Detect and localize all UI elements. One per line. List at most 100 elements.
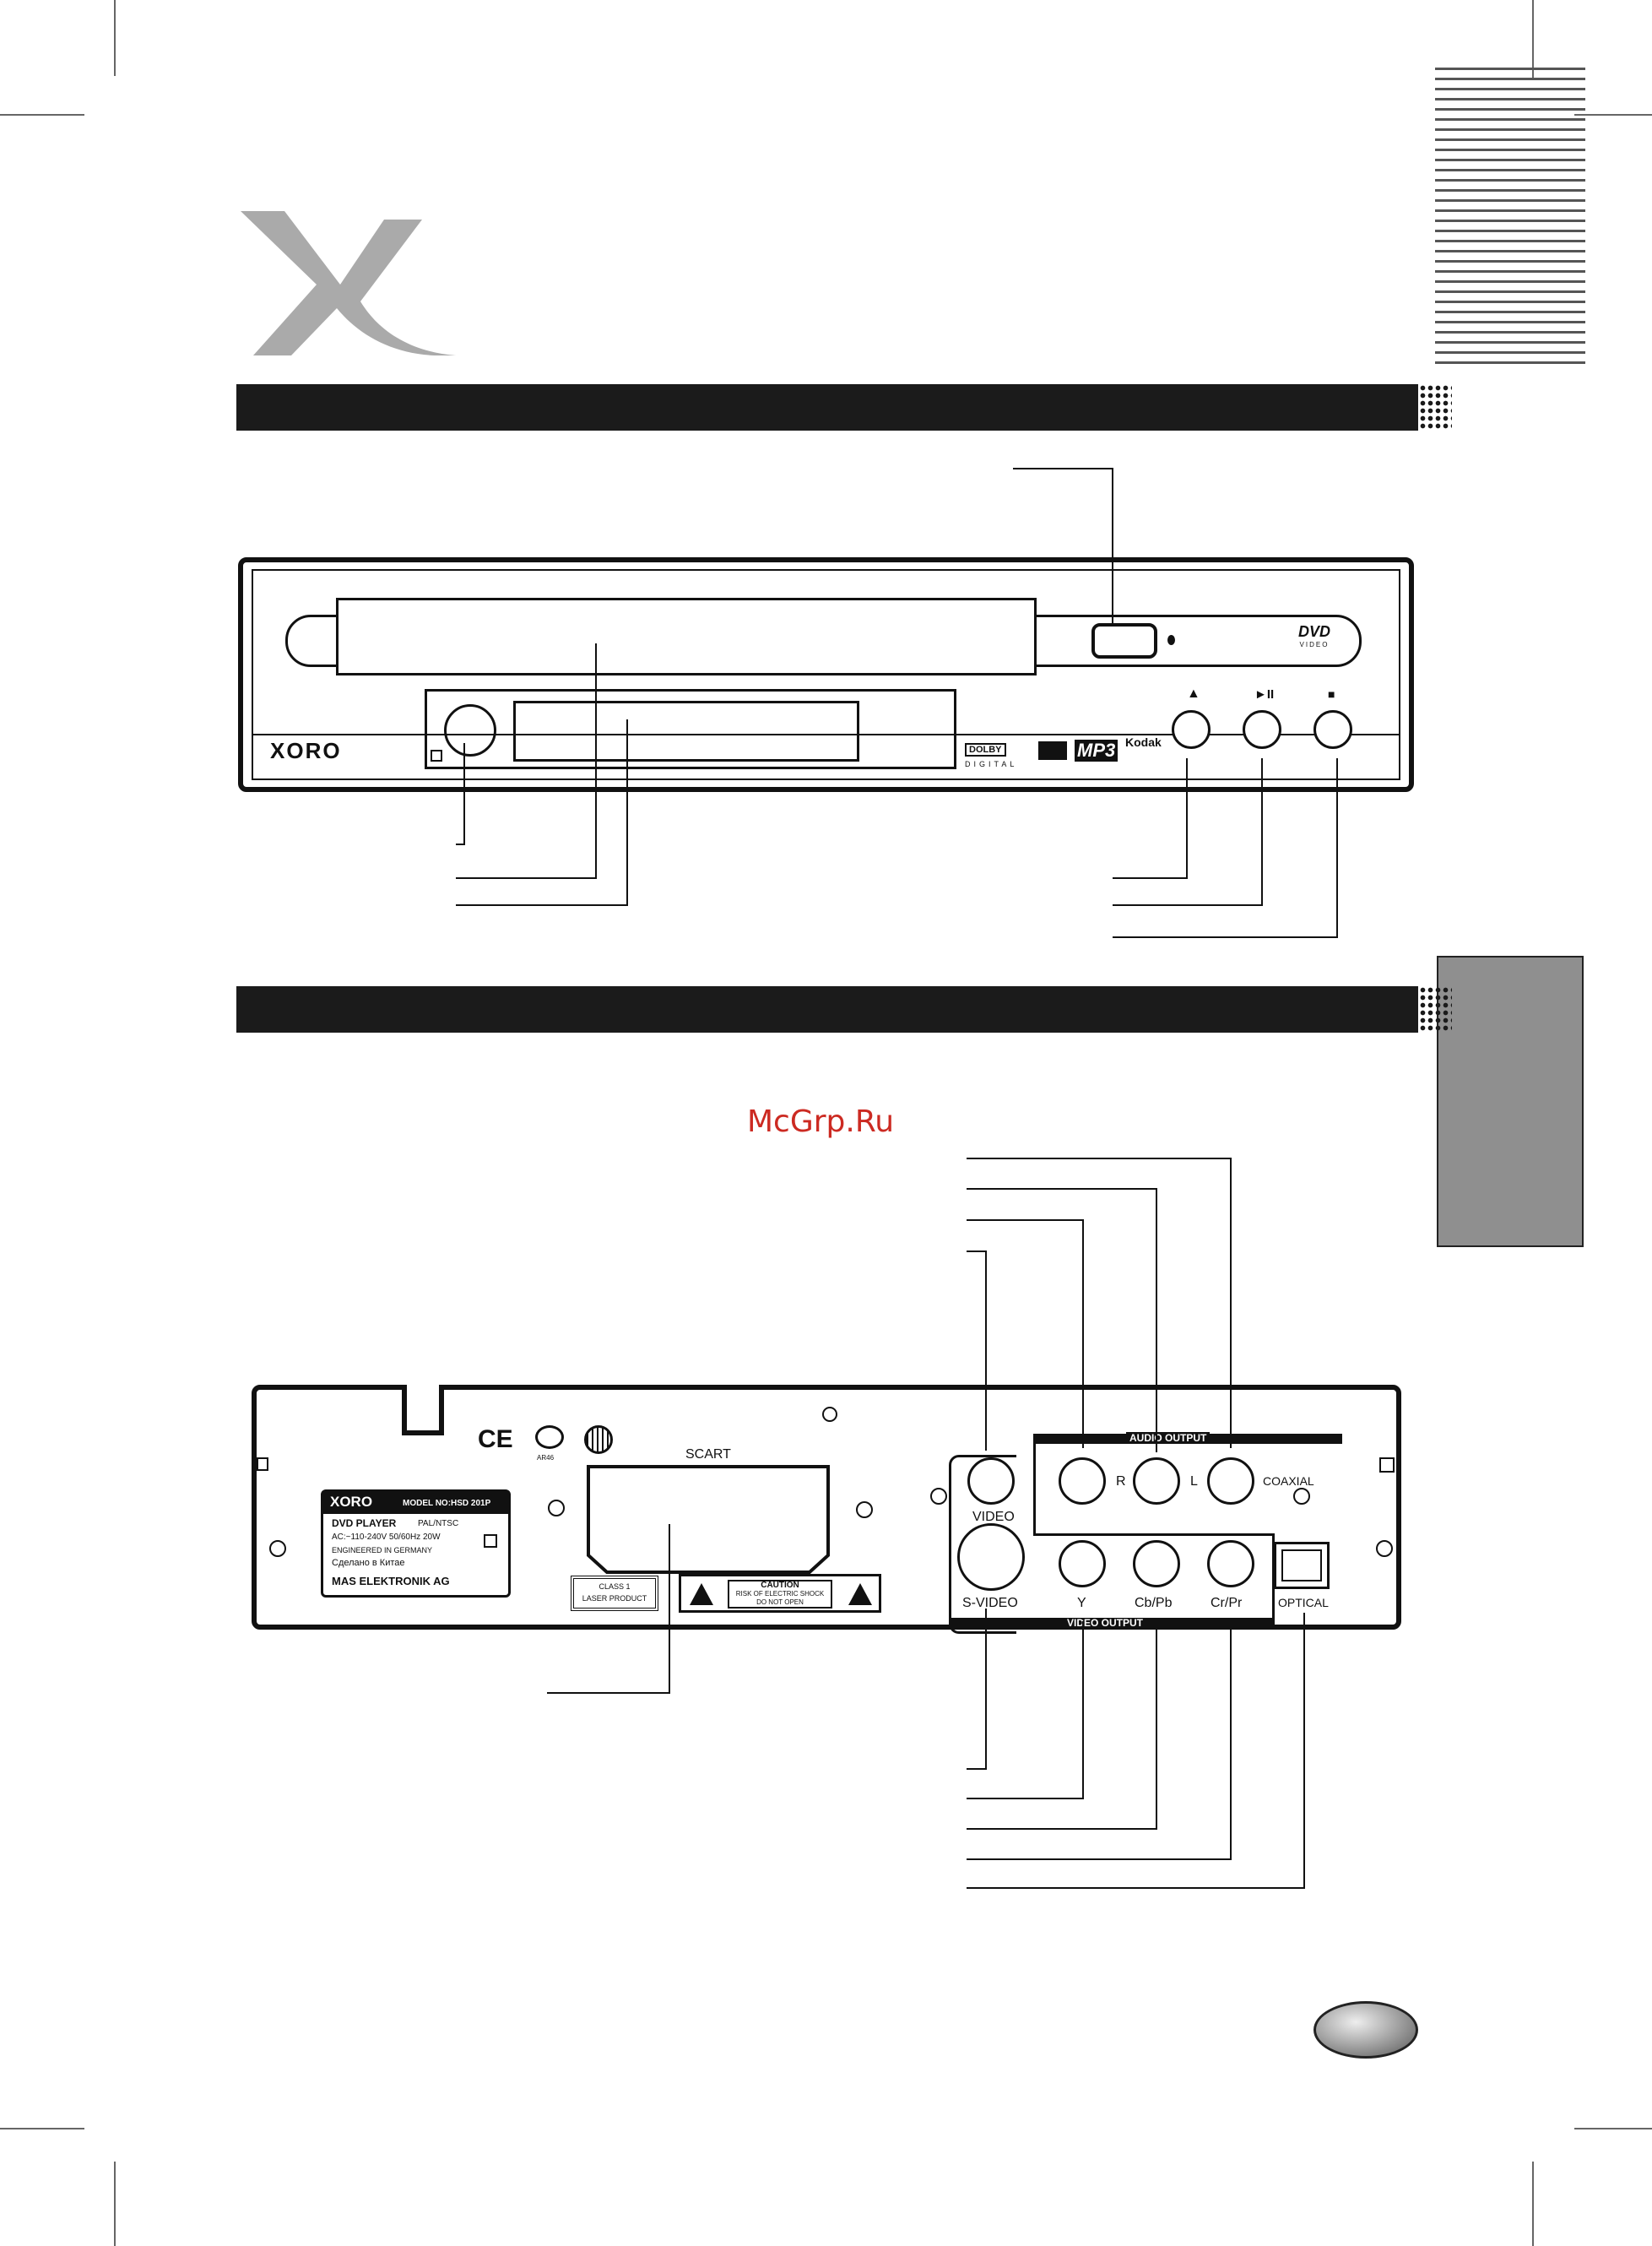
rating-plate-made-in: Сделано в Китае <box>332 1558 405 1568</box>
screw <box>856 1501 873 1518</box>
ir-icon <box>431 750 442 762</box>
optical-label: OPTICAL <box>1278 1596 1329 1609</box>
cb-pb-jack[interactable] <box>1133 1540 1180 1587</box>
dolby-logo-text: DOLBY <box>965 743 1006 757</box>
dvd-logo-sub: VIDEO <box>1299 641 1330 648</box>
warning-triangle-icon <box>690 1583 713 1605</box>
laser-label: CLASS 1 LASER PRODUCT <box>571 1576 658 1611</box>
crop-mark <box>0 2128 84 2129</box>
dts-logo <box>1038 741 1067 760</box>
video-output-banner <box>949 1618 1274 1630</box>
caution-line2: DO NOT OPEN <box>756 1598 804 1606</box>
side-tab <box>1437 956 1584 1247</box>
scart-connector <box>587 1465 830 1574</box>
side-bracket-icon <box>257 1457 268 1471</box>
video-output-label: VIDEO OUTPUT <box>1067 1617 1144 1629</box>
audio-frame-line <box>1033 1533 1274 1536</box>
video-output-frame <box>949 1455 1016 1634</box>
screw <box>1376 1540 1393 1557</box>
rating-plate: XORO MODEL NO:HSD 201P DVD PLAYER PAL/NT… <box>321 1489 511 1598</box>
disc-tray-door <box>336 598 1037 675</box>
rating-plate-header <box>323 1492 508 1514</box>
screw <box>1293 1488 1310 1505</box>
ce-mark: CE <box>478 1425 513 1453</box>
y-jack[interactable] <box>1059 1540 1106 1587</box>
front-inner-frame <box>252 569 1400 780</box>
section-bar-back <box>236 986 1452 1033</box>
cb-pb-label: Cb/Pb <box>1135 1596 1173 1610</box>
audio-r-jack[interactable] <box>1059 1457 1106 1505</box>
video-jack[interactable] <box>967 1457 1015 1505</box>
crop-mark <box>114 2162 116 2246</box>
play-pause-button[interactable] <box>1243 710 1281 749</box>
side-bracket-icon <box>1379 1457 1395 1473</box>
cr-pr-jack[interactable] <box>1207 1540 1254 1587</box>
front-divider <box>252 734 1400 735</box>
kodak-logo: Kodak <box>1125 735 1162 749</box>
optical-port-inner <box>1281 1549 1322 1581</box>
cr-pr-label: Cr/Pr <box>1211 1596 1243 1610</box>
optical-port[interactable] <box>1274 1542 1330 1589</box>
stop-button[interactable] <box>1313 710 1352 749</box>
front-panel: DVD VIDEO XORO DOLBY DIGITAL MP3 Kodak ▲… <box>238 557 1414 792</box>
x-logo-icon <box>241 211 456 355</box>
dolby-logo: DOLBY DIGITAL <box>965 741 1017 768</box>
back-callout-lines <box>547 1158 1305 1889</box>
back-panel: CE AR46 XORO MODEL NO:HSD 201P DVD PLAYE… <box>252 1385 1401 1634</box>
caution-text-box: CAUTION RISK OF ELECTRIC SHOCK DO NOT OP… <box>728 1580 832 1609</box>
front-brand-logo: XORO <box>270 738 342 763</box>
caution-line1: RISK OF ELECTRIC SHOCK <box>735 1590 825 1598</box>
front-callout-lines <box>456 468 1338 938</box>
audio-l-label: L <box>1190 1474 1198 1489</box>
page-number-oval <box>1313 2001 1418 2059</box>
standby-button[interactable] <box>1091 623 1157 659</box>
crop-mark <box>1574 2128 1652 2129</box>
video-jack-label: VIDEO <box>972 1510 1015 1524</box>
s-video-jack[interactable] <box>957 1523 1025 1591</box>
rating-plate-brand: XORO <box>330 1494 373 1510</box>
stop-icon: ■ <box>1328 687 1335 701</box>
scart-label: SCART <box>685 1447 731 1462</box>
standby-led-icon <box>1167 635 1175 645</box>
eject-button[interactable] <box>1172 710 1211 749</box>
ir-sensor <box>444 704 496 757</box>
dvd-logo: DVD VIDEO <box>1298 623 1330 648</box>
caution-label: CAUTION RISK OF ELECTRIC SHOCK DO NOT OP… <box>679 1574 881 1613</box>
rating-plate-system: PAL/NTSC <box>418 1519 459 1528</box>
stripe-decoration <box>1435 68 1585 367</box>
rating-plate-engineered: ENGINEERED IN GERMANY <box>332 1546 433 1554</box>
audio-l-jack[interactable] <box>1133 1457 1180 1505</box>
s-video-label: S-VIDEO <box>962 1596 1018 1610</box>
double-insulation-icon <box>484 1534 497 1548</box>
screw <box>269 1540 286 1557</box>
coaxial-jack[interactable] <box>1207 1457 1254 1505</box>
crop-mark <box>0 114 84 116</box>
rating-plate-product: DVD PLAYER <box>332 1517 397 1529</box>
audio-r-label: R <box>1116 1474 1126 1489</box>
crop-mark <box>114 0 116 76</box>
rating-plate-power: AC:~110-240V 50/60Hz 20W <box>332 1533 441 1542</box>
coaxial-label: COAXIAL <box>1263 1474 1314 1488</box>
dvd-logo-text: DVD <box>1298 623 1331 640</box>
laser-label-line1: CLASS 1 <box>599 1582 631 1591</box>
ar-mark: AR46 <box>537 1454 555 1462</box>
rating-plate-company: MAS ELEKTRONIK AG <box>332 1575 450 1587</box>
eject-icon: ▲ <box>1187 686 1200 701</box>
display-screen <box>513 701 859 762</box>
laser-label-line2: LASER PRODUCT <box>582 1594 647 1603</box>
back-notch <box>402 1385 444 1435</box>
section-bar-front <box>236 384 1452 431</box>
caution-title: CAUTION <box>761 1581 799 1590</box>
crop-mark <box>1574 114 1652 116</box>
audio-frame-line <box>1272 1533 1275 1626</box>
dolby-digital-text: DIGITAL <box>965 760 1018 768</box>
crop-mark <box>1532 2162 1534 2246</box>
crop-mark <box>1532 0 1534 80</box>
pct-mark-icon <box>535 1425 564 1449</box>
watermark: McGrp.Ru <box>747 1104 895 1139</box>
screw <box>822 1407 837 1422</box>
y-label: Y <box>1077 1596 1086 1610</box>
screw <box>930 1488 947 1505</box>
rating-plate-model: MODEL NO:HSD 201P <box>403 1499 491 1508</box>
audio-output-label: AUDIO OUTPUT <box>1126 1432 1211 1444</box>
